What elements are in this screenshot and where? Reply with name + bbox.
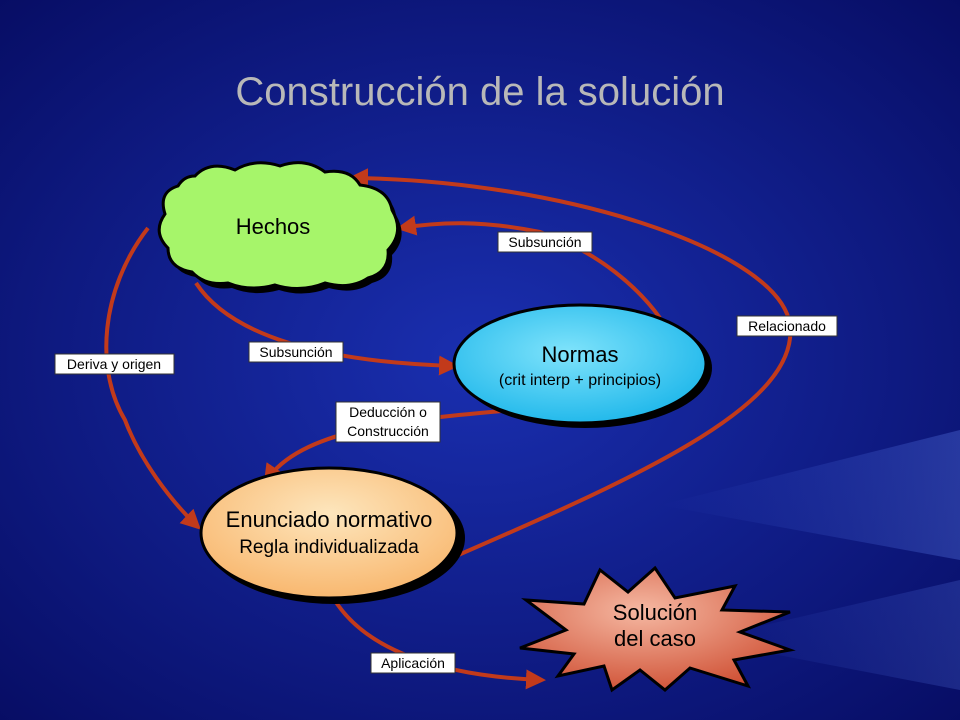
edge-label-normas-enunciado: Deducción o Construcción (335, 401, 441, 443)
arrow-hechos-to-enunciado (104, 226, 201, 530)
edge-label-enunciado-solucion: Aplicación (370, 652, 456, 674)
solucion-line1: Solución (613, 600, 697, 625)
background-ray (660, 430, 960, 560)
label-box (248, 341, 344, 363)
label-box (335, 401, 441, 443)
edge-label-normas-hechos: Subsunción (497, 231, 593, 253)
enunciado-ellipse (199, 466, 459, 600)
page-title: Construcción de la solución (235, 70, 724, 114)
label-box (370, 652, 456, 674)
label-box (54, 353, 175, 375)
node-normas: Normas (crit interp + principios) (452, 303, 712, 428)
label-text: Relacionado (748, 318, 826, 334)
solucion-starburst (519, 565, 796, 693)
label-text: Aplicación (381, 655, 445, 671)
background-ray (700, 580, 960, 690)
hechos-label: Hechos (236, 214, 311, 239)
label-text: Construcción (347, 423, 429, 439)
edge-label-hechos-normas: Subsunción (248, 341, 344, 363)
label-box (497, 231, 593, 253)
node-enunciado: Enunciado normativo Regla individualizad… (199, 466, 465, 604)
label-text: Deducción o (349, 404, 427, 420)
enunciado-label: Enunciado normativo (226, 507, 433, 532)
normas-label: Normas (541, 342, 618, 367)
node-solucion: Solución del caso (519, 565, 796, 693)
enunciado-sublabel: Regla individualizada (239, 537, 419, 558)
node-hechos: Hechos (157, 161, 402, 294)
normas-sublabel: (crit interp + principios) (499, 372, 661, 389)
normas-ellipse (452, 303, 708, 425)
label-text: Subsunción (508, 234, 581, 250)
solucion-line2: del caso (614, 626, 696, 651)
edge-label-enunciado-hechos: Relacionado (736, 315, 838, 337)
edge-label-hechos-enunciado: Deriva y origen (54, 353, 175, 375)
label-box (736, 315, 838, 337)
hechos-cloud (157, 161, 400, 290)
label-text: Subsunción (259, 344, 332, 360)
label-text: Deriva y origen (67, 356, 161, 372)
